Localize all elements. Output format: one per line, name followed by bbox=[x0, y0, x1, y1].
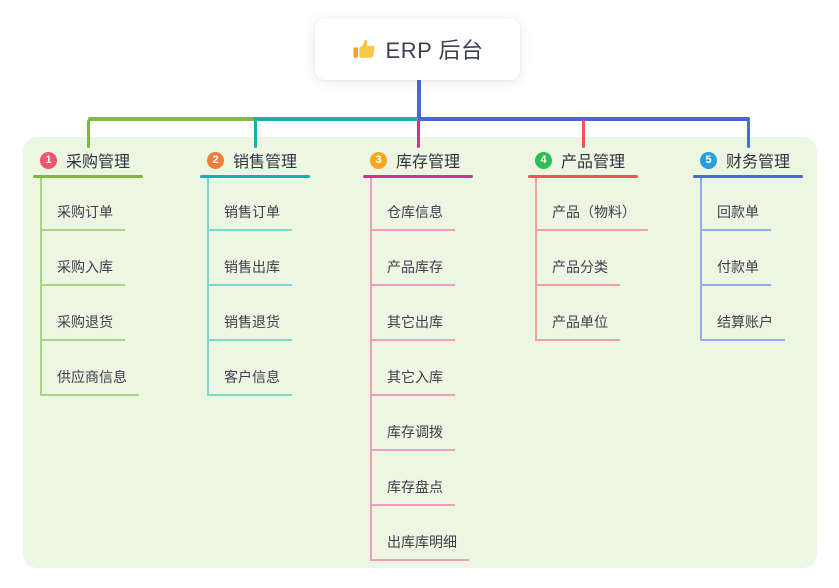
branch-title-inventory[interactable]: 3 库存管理 bbox=[370, 148, 460, 172]
children-connector-line bbox=[207, 177, 209, 396]
branch-underline bbox=[363, 175, 473, 178]
branch-number-badge: 4 bbox=[535, 151, 552, 169]
child-node-inventory-1[interactable]: 产品库存 bbox=[370, 257, 455, 286]
branch-drop-sales bbox=[253, 120, 257, 148]
child-node-inventory-0[interactable]: 仓库信息 bbox=[370, 202, 455, 231]
branch-underline bbox=[693, 175, 803, 178]
branch-title-purchase[interactable]: 1 采购管理 bbox=[40, 148, 130, 172]
branch-title-finance[interactable]: 5 财务管理 bbox=[700, 148, 790, 172]
branch-number-badge: 5 bbox=[700, 151, 717, 169]
children-connector-line bbox=[700, 177, 702, 341]
branch-title-label: 销售管理 bbox=[233, 154, 298, 171]
child-node-purchase-2[interactable]: 采购退货 bbox=[40, 312, 125, 341]
child-node-product-0[interactable]: 产品（物料） bbox=[535, 202, 648, 231]
branch-drop-purchase bbox=[86, 120, 90, 148]
branch-drop-product bbox=[581, 120, 585, 148]
branch-underline bbox=[33, 175, 143, 178]
child-node-purchase-3[interactable]: 供应商信息 bbox=[40, 367, 139, 396]
thumbs-up-icon bbox=[352, 37, 376, 61]
root-label: ERP 后台 bbox=[385, 38, 484, 63]
child-node-inventory-4[interactable]: 库存调拨 bbox=[370, 422, 455, 451]
children-connector-line bbox=[370, 177, 372, 561]
child-node-purchase-0[interactable]: 采购订单 bbox=[40, 202, 125, 231]
child-node-sales-0[interactable]: 销售订单 bbox=[207, 202, 292, 231]
branch-title-label: 采购管理 bbox=[66, 154, 131, 171]
child-node-product-2[interactable]: 产品单位 bbox=[535, 312, 620, 341]
root-node[interactable]: ERP 后台 bbox=[315, 18, 520, 80]
branch-drop-inventory bbox=[416, 120, 420, 148]
branches-panel bbox=[23, 137, 817, 568]
bus-segment-1 bbox=[253, 117, 418, 121]
child-node-finance-1[interactable]: 付款单 bbox=[700, 257, 771, 286]
children-connector-line bbox=[535, 177, 537, 341]
children-connector-line bbox=[40, 177, 42, 396]
root-connector-line bbox=[417, 79, 421, 121]
branch-title-label: 库存管理 bbox=[396, 154, 461, 171]
child-node-sales-2[interactable]: 销售退货 bbox=[207, 312, 292, 341]
child-node-finance-2[interactable]: 结算账户 bbox=[700, 312, 785, 341]
child-node-product-1[interactable]: 产品分类 bbox=[535, 257, 620, 286]
branch-underline bbox=[528, 175, 638, 178]
child-node-sales-1[interactable]: 销售出库 bbox=[207, 257, 292, 286]
child-node-inventory-5[interactable]: 库存盘点 bbox=[370, 477, 455, 506]
branch-title-sales[interactable]: 2 销售管理 bbox=[207, 148, 297, 172]
branch-number-badge: 2 bbox=[207, 151, 224, 169]
child-node-inventory-3[interactable]: 其它入库 bbox=[370, 367, 455, 396]
branch-title-product[interactable]: 4 产品管理 bbox=[535, 148, 625, 172]
bus-segment-2 bbox=[418, 117, 750, 121]
branch-title-label: 财务管理 bbox=[726, 154, 791, 171]
child-node-inventory-2[interactable]: 其它出库 bbox=[370, 312, 455, 341]
child-node-sales-3[interactable]: 客户信息 bbox=[207, 367, 292, 396]
branch-number-badge: 1 bbox=[40, 151, 57, 169]
child-node-purchase-1[interactable]: 采购入库 bbox=[40, 257, 125, 286]
branch-drop-finance bbox=[746, 120, 750, 148]
child-node-finance-0[interactable]: 回款单 bbox=[700, 202, 771, 231]
branch-title-label: 产品管理 bbox=[561, 154, 626, 171]
branch-underline bbox=[200, 175, 310, 178]
branch-number-badge: 3 bbox=[370, 151, 387, 169]
child-node-inventory-6[interactable]: 出库库明细 bbox=[370, 532, 469, 561]
